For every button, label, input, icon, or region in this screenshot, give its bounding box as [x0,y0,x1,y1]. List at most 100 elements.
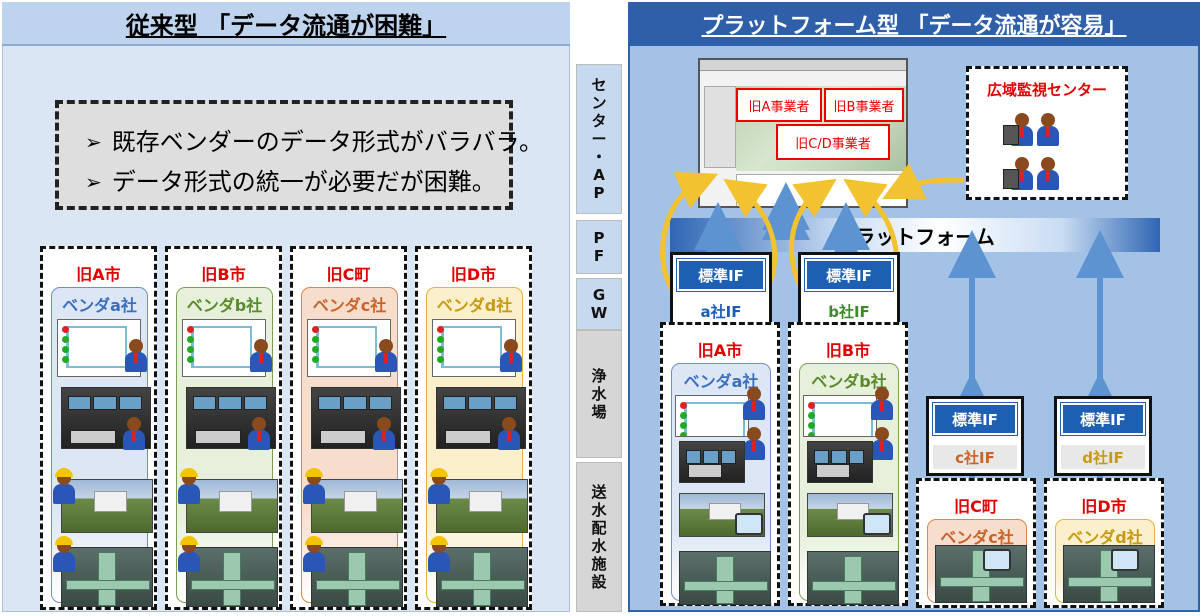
control-room-photo [679,441,745,483]
operator-desk [195,430,241,444]
platform-city-column: 旧D市ベンダd社 [1044,478,1164,608]
status-lamp [187,326,194,333]
control-screen [368,396,392,410]
status-lamp [62,326,69,333]
layer-label-char: 浄 [591,367,607,385]
control-room-photo [807,441,873,483]
pump-facility-photo [807,551,899,605]
person-icon [373,339,397,373]
person-head [1015,157,1029,171]
platform-city-column: 旧B市ベンダb社 [788,322,908,606]
person-icon [869,387,893,421]
control-screen [343,396,367,410]
person-icon [496,417,520,451]
person-body [178,552,200,572]
vendor-if-label: c社IF [933,445,1017,469]
screen-titlebar [700,60,906,71]
city-name: 旧A市 [76,265,121,284]
city-name: 旧C町 [326,265,371,284]
control-screen [468,396,492,410]
city-name: 旧D市 [450,265,497,284]
status-lamp [62,336,69,343]
problem-callout: ➢ 既存ベンダーのデータ形式がバラバラ。 ➢ データ形式の統一が必要だが困難。 [55,100,543,210]
person-icon [1035,113,1059,147]
person-head [747,387,761,401]
pump-pipe [716,556,735,604]
pump-pipe [191,579,275,590]
layer-label-char: W [590,304,608,322]
water-plant-photo [186,479,278,533]
control-screen [703,450,719,464]
status-lamp [312,336,319,343]
layer-label-char: 場 [591,403,607,421]
layer-label-char: 水 [591,537,607,555]
platform-title: プラットフォーム型 「データ流通が容易」 [701,14,1127,39]
layer-label-char: G [592,286,606,304]
schematic-pipes [812,402,873,436]
tie-shape [384,353,388,363]
layer-label-char: 水 [591,385,607,403]
layer-label-plant: 浄水場 [576,330,622,458]
worker-helmet-icon [301,468,325,505]
tie-shape [752,401,756,411]
scada-schematic-icon [675,395,749,437]
person-head [875,427,889,441]
problem-line-1: ➢ 既存ベンダーのデータ形式がバラバラ。 [85,122,543,162]
scada-schematic-icon [182,319,266,377]
tie-shape [880,441,884,451]
screen-label-cd: 旧C/D事業者 [776,124,890,160]
pump-pipe [1068,576,1152,587]
status-lamp [437,346,444,353]
worker-helmet-icon [426,468,450,505]
person-head [377,417,391,431]
person-body [303,484,325,504]
screen-label-b: 旧B事業者 [824,88,904,122]
control-screen [814,450,830,464]
pump-pipe [223,552,242,606]
operator-desk [816,464,850,478]
water-plant-photo [61,479,153,533]
schematic-pipes [684,402,745,436]
plant-building [93,491,127,512]
person-icon [1035,157,1059,191]
legacy-city-column: 旧C町ベンダc社 [290,246,407,610]
person-head [1041,157,1055,171]
pump-pipe [844,556,863,604]
vendor-name: ベンダd社 [1067,528,1143,547]
monitor-icon [1003,169,1019,189]
tie-shape [1046,171,1050,181]
vendor-if-label: a社IF [700,302,742,321]
status-lamp [680,422,687,429]
layer-label-char: タ [591,112,607,130]
layer-label-char: 送 [591,483,607,501]
layer-label-char: P [593,184,605,202]
pump-facility-photo [186,547,278,607]
helmet-shape [430,536,448,545]
tablet-icon [983,549,1011,571]
status-lamp [437,356,444,363]
operator-desk [320,430,366,444]
person-icon [741,427,765,461]
tablet-icon [1111,549,1139,571]
pump-pipe [316,579,400,590]
person-head [502,417,516,431]
person-icon [248,339,272,373]
status-lamp [680,402,687,409]
person-icon [371,417,395,451]
city-name: 旧C町 [954,497,998,516]
layer-label-char: ー [591,130,607,148]
status-lamp [62,356,69,363]
monitoring-center-title: 広域監視センター [986,81,1107,99]
status-lamp [437,336,444,343]
operator-desk [688,464,722,478]
bullet-arrow-icon: ➢ [85,130,102,154]
status-lamp [187,356,194,363]
layer-label-char: 配 [591,519,607,537]
platform-city-column: 旧C町ベンダc社 [916,478,1036,608]
tie-shape [1020,171,1024,181]
control-room-photo [436,387,526,449]
status-lamp [312,346,319,353]
standard-if-label: 標準IF [1060,402,1146,436]
